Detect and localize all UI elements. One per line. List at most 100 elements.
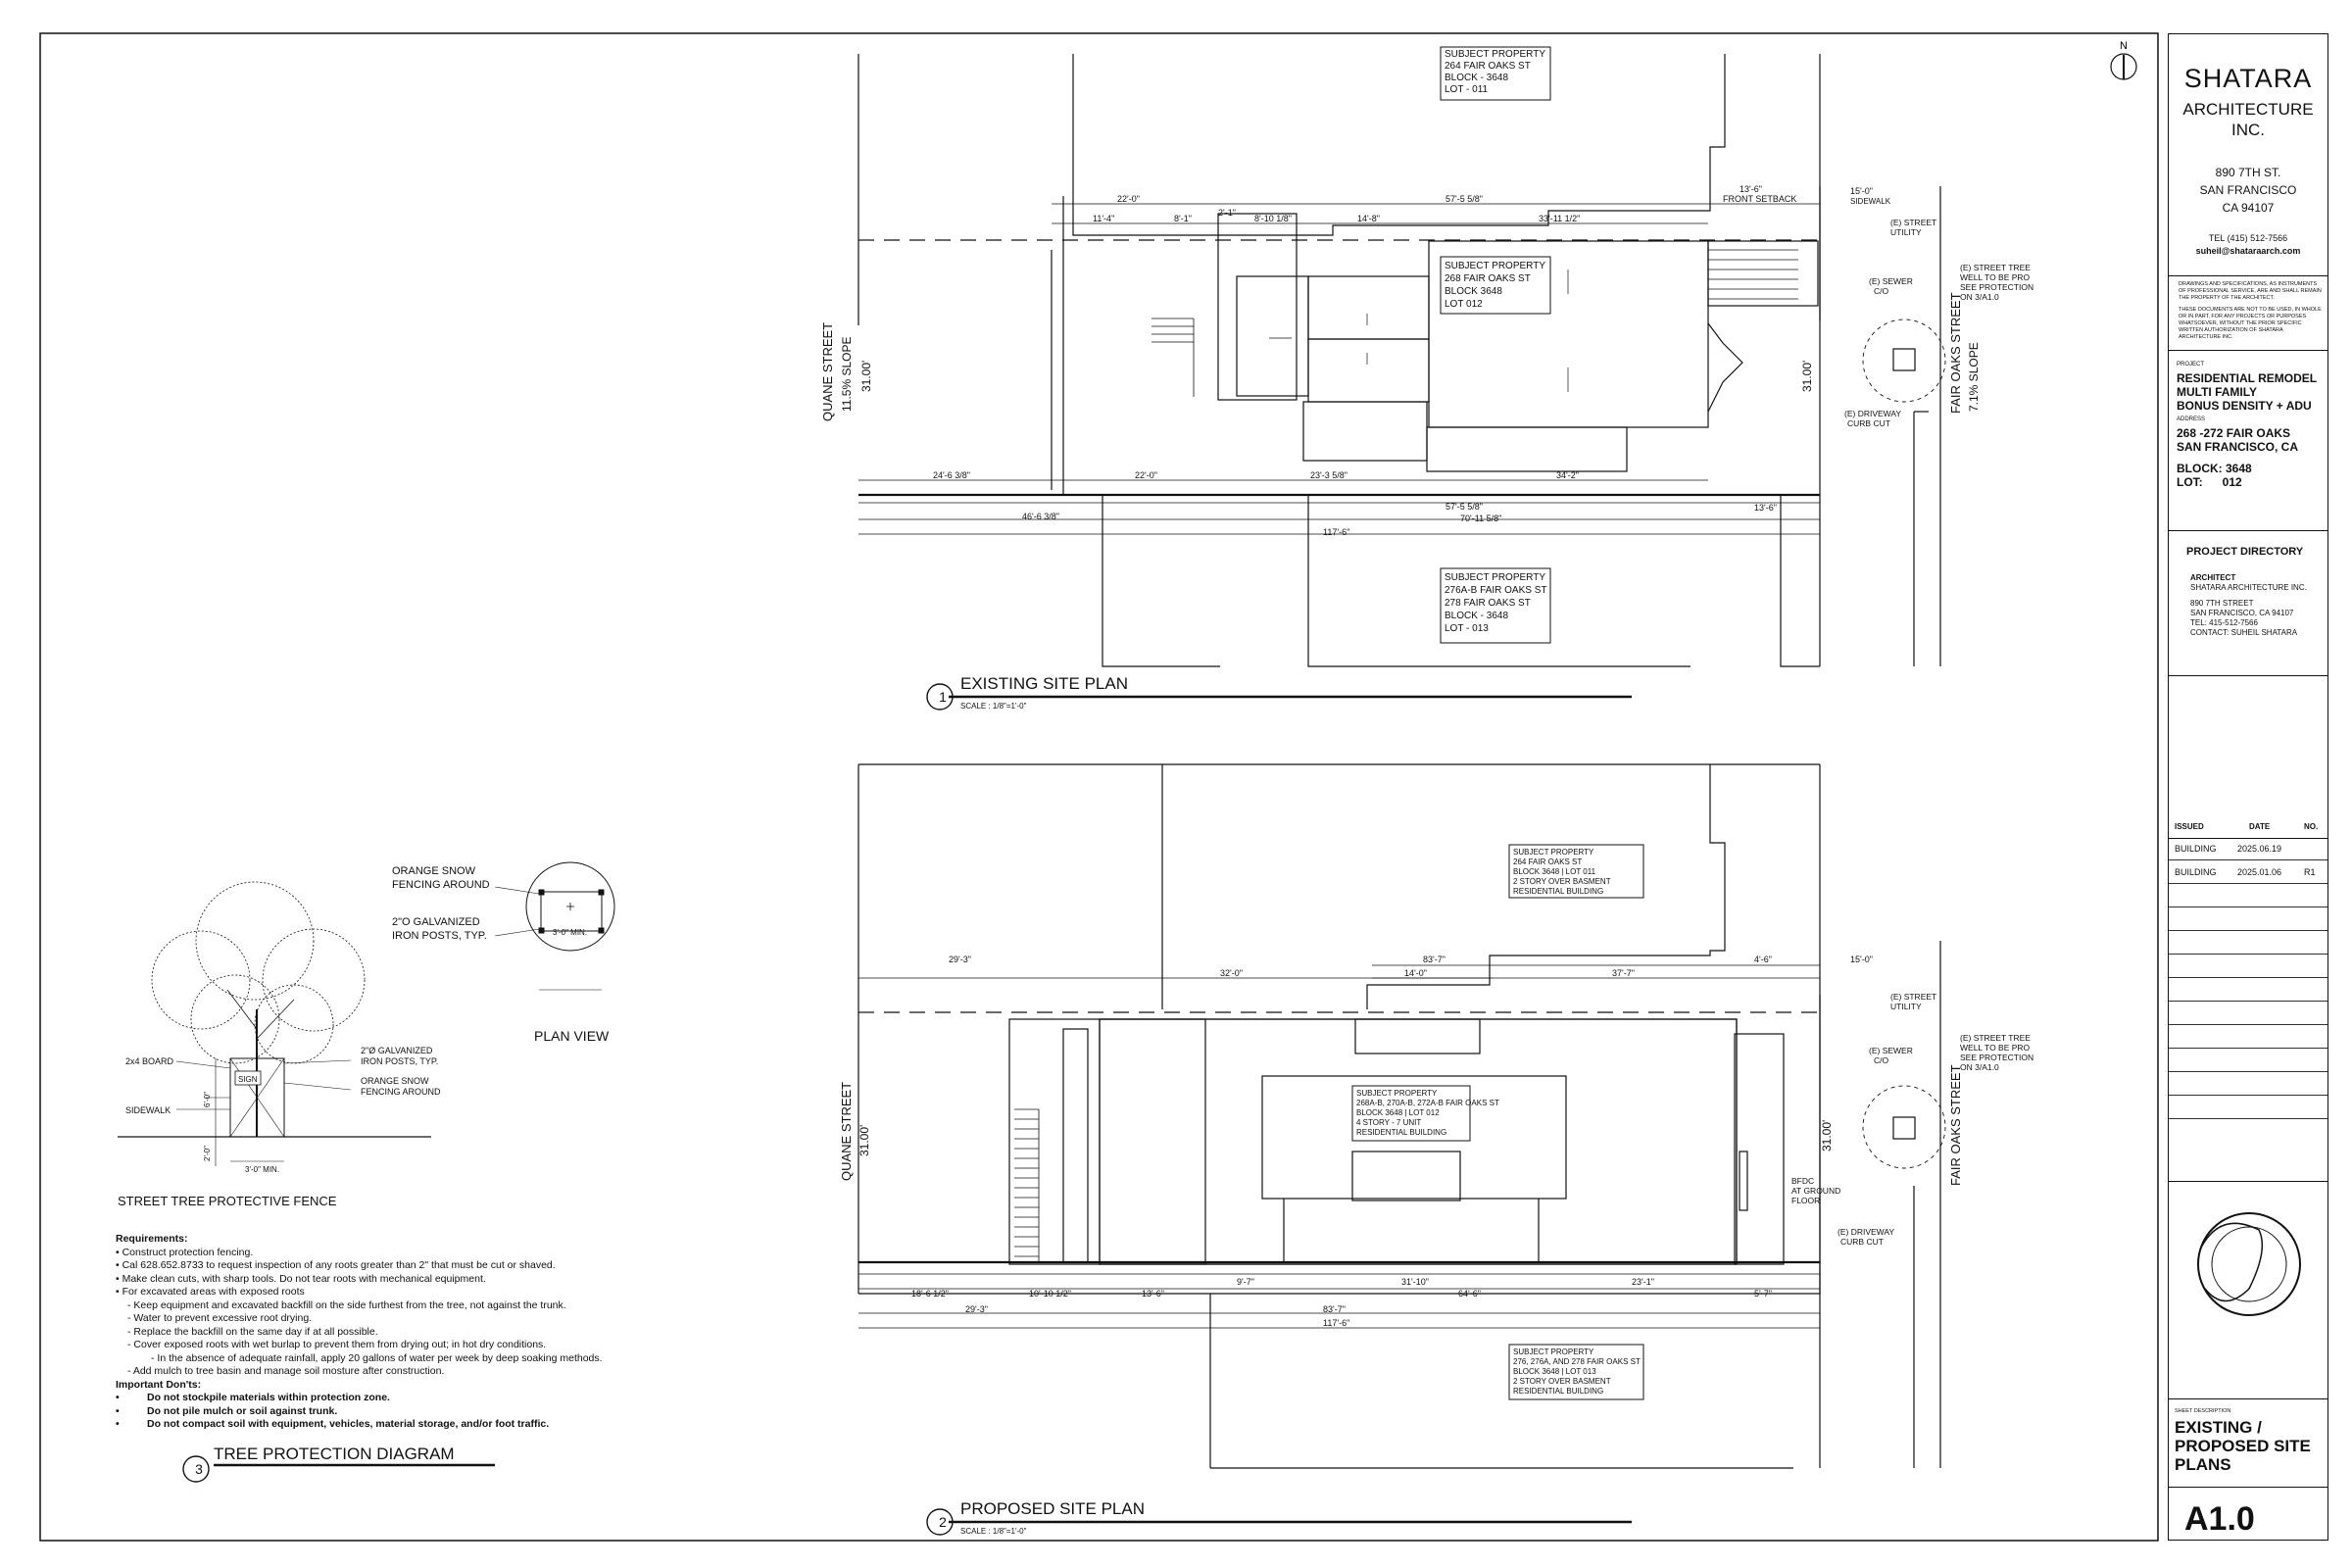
north-label: N: [2120, 40, 2128, 52]
svg-text:4 STORY - 7 UNIT: 4 STORY - 7 UNIT: [1356, 1118, 1421, 1127]
svg-text:264 FAIR OAKS ST: 264 FAIR OAKS ST: [1445, 61, 1531, 72]
existing-prop-south-tag: SUBJECT PROPERTY 276A-B FAIR OAKS ST 278…: [1440, 567, 1551, 644]
svg-text:268 FAIR OAKS ST: 268 FAIR OAKS ST: [1445, 273, 1531, 284]
svg-text:RESIDENTIAL BUILDING: RESIDENTIAL BUILDING: [1356, 1128, 1446, 1137]
proposed-width-right: 31.00': [1820, 1120, 1834, 1152]
dim-top-2: 13'-6": [1740, 184, 1762, 194]
dim-bot-8: 117'-6": [1323, 527, 1349, 537]
tree-note-0: (E) STREET TREE: [1960, 263, 2031, 272]
putil-0: (E) STREET: [1890, 992, 1936, 1002]
svg-text:LOT 012: LOT 012: [1445, 299, 1483, 310]
dim-top-8: 14'-8": [1357, 214, 1380, 223]
dim-top-6: 2'-1": [1218, 208, 1236, 218]
sheet-description: SHEET DESCRIPTION EXISTING / PROPOSED SI…: [2175, 1408, 2311, 1474]
proposed-prop-subject-tag: SUBJECT PROPERTY 268A-B, 270A-B, 272A-B …: [1351, 1085, 1499, 1142]
pdim-top-5: 14'-0": [1404, 968, 1427, 978]
svg-text:SIDEWALK: SIDEWALK: [125, 1105, 171, 1115]
pdim-bot-10: 117'-6": [1323, 1318, 1349, 1328]
dim-bot-1: 22'-0": [1135, 470, 1157, 480]
svg-text:SIGN: SIGN: [238, 1075, 258, 1084]
sheet-number: A1.0: [2184, 1500, 2255, 1538]
svg-text:IRON POSTS, TYP.: IRON POSTS, TYP.: [361, 1056, 438, 1066]
firm-address: 890 7TH ST. SAN FRANCISCO CA 94107: [2199, 166, 2297, 215]
fence-title: STREET TREE PROTECTIVE FENCE: [118, 1194, 337, 1208]
existing-prop-north-tag: SUBJECT PROPERTY 264 FAIR OAKS ST BLOCK …: [1440, 46, 1551, 101]
svg-text:BLOCK 3648: BLOCK 3648: [1445, 286, 1502, 297]
disclaimer: DRAWINGS AND SPECIFICATIONS, AS INSTRUME…: [2179, 281, 2322, 340]
tree-requirements: Requirements: • Construct protection fen…: [116, 1233, 645, 1432]
proposed-street-right: FAIR OAKS STREET: [1948, 1064, 1963, 1186]
title-block: SHATARA ARCHITECTURE INC. 890 7TH ST. SA…: [2168, 33, 2328, 1541]
bfdc-0: BFDC: [1791, 1176, 1814, 1186]
pdim-top-0: 29'-3": [949, 955, 971, 964]
firm-contact: TEL (415) 512-7566 suheil@shataraarch.co…: [2195, 233, 2301, 256]
putil-2: (E) SEWER: [1869, 1046, 1913, 1055]
ptree-0: (E) STREET TREE: [1960, 1033, 2031, 1043]
existing-plan-scale: SCALE : 1/8"=1'-0": [960, 702, 1027, 710]
firm-name: SHATARA: [2183, 64, 2313, 93]
proposed-plan-number: 2: [939, 1514, 947, 1530]
svg-text:FENCING AROUND: FENCING AROUND: [361, 1087, 441, 1097]
tree-diagram: [118, 861, 615, 1483]
pdim-top-2: 4'-6": [1754, 955, 1772, 964]
util-4: (E) DRIVEWAY: [1844, 409, 1901, 418]
architect-seal-stamp: [2197, 1212, 2301, 1316]
dim-top-9: 33'-11 1/2": [1539, 214, 1580, 223]
svg-text:SUBJECT PROPERTY: SUBJECT PROPERTY: [1356, 1089, 1438, 1098]
pdim-bot-1: 10'-10 1/2": [1029, 1289, 1071, 1298]
svg-text:SUBJECT PROPERTY: SUBJECT PROPERTY: [1445, 572, 1545, 583]
proposed-plan-text: 2 PROPOSED SITE PLAN SCALE : 1/8"=1'-0" …: [839, 955, 2034, 1536]
pdim-top-6: 37'-7": [1612, 968, 1635, 978]
firm-subname: ARCHITECTURE INC.: [2182, 100, 2314, 139]
svg-text:BLOCK 3648 | LOT 011: BLOCK 3648 | LOT 011: [1513, 867, 1596, 876]
sidewalk-label: SIDEWALK: [1850, 197, 1891, 206]
bfdc-1: AT GROUND: [1791, 1186, 1840, 1196]
dim-top-0: 22'-0": [1117, 194, 1140, 204]
svg-text:IRON POSTS, TYP.: IRON POSTS, TYP.: [392, 930, 487, 942]
existing-plan-number: 1: [939, 689, 947, 705]
util-3: C/O: [1874, 286, 1889, 296]
svg-text:2 STORY OVER BASMENT: 2 STORY OVER BASMENT: [1513, 877, 1611, 886]
proposed-plan-scale: SCALE : 1/8"=1'-0": [960, 1527, 1027, 1536]
svg-text:BLOCK - 3648: BLOCK - 3648: [1445, 73, 1508, 83]
dim-top-5: 8'-1": [1174, 214, 1192, 223]
svg-text:BLOCK 3648 | LOT 013: BLOCK 3648 | LOT 013: [1513, 1367, 1596, 1376]
svg-text:2x4 BOARD: 2x4 BOARD: [125, 1056, 174, 1066]
dim-bot-3: 34'-2": [1556, 470, 1579, 480]
ptree-1: WELL TO BE PRO: [1960, 1043, 2031, 1053]
util-2: (E) SEWER: [1869, 276, 1913, 286]
dim-top-3: 15'-0": [1850, 186, 1873, 196]
dim-bot-4: 57'-5 5/8": [1446, 502, 1483, 512]
proposed-street-left: QUANE STREET: [839, 1082, 854, 1181]
existing-street-right: FAIR OAKS STREET: [1948, 292, 1963, 414]
svg-text:3'-0" MIN.: 3'-0" MIN.: [553, 928, 587, 937]
svg-text:2'-0": 2'-0": [203, 1146, 212, 1161]
putil-4: (E) DRIVEWAY: [1838, 1227, 1894, 1237]
svg-text:3'-0" MIN.: 3'-0" MIN.: [245, 1165, 279, 1174]
project-info: PROJECT RESIDENTIAL REMODEL MULTI FAMILY…: [2177, 362, 2318, 489]
dim-top-4: 11'-4": [1093, 214, 1114, 223]
ptree-2: SEE PROTECTION: [1960, 1053, 2034, 1062]
dim-bot-7: 13'-6": [1754, 503, 1777, 513]
dim-top-1: 57'-5 5/8": [1446, 194, 1483, 204]
svg-text:RESIDENTIAL BUILDING: RESIDENTIAL BUILDING: [1513, 1387, 1603, 1396]
existing-prop-subject-tag: SUBJECT PROPERTY 268 FAIR OAKS ST BLOCK …: [1440, 256, 1551, 315]
proposed-site-plan: [858, 763, 1946, 1536]
svg-text:LOT - 013: LOT - 013: [1445, 623, 1489, 634]
svg-text:SUBJECT PROPERTY: SUBJECT PROPERTY: [1513, 1348, 1594, 1356]
tree-note-1: WELL TO BE PRO: [1960, 272, 2031, 282]
proposed-plan-title: PROPOSED SITE PLAN: [960, 1499, 1145, 1518]
util-5: CURB CUT: [1847, 418, 1890, 428]
pdim-bot-6: 23'-1": [1632, 1277, 1654, 1287]
svg-text:FENCING AROUND: FENCING AROUND: [392, 879, 490, 891]
proposed-width-left: 31.00': [858, 1125, 871, 1156]
svg-text:BLOCK 3648 | LOT 012: BLOCK 3648 | LOT 012: [1356, 1108, 1440, 1117]
tree-diagram-number: 3: [195, 1461, 203, 1477]
project-directory: ARCHITECT SHATARA ARCHITECTURE INC. 890 …: [2190, 573, 2307, 637]
existing-width-right: 31.00': [1800, 361, 1814, 392]
svg-text:2 STORY OVER BASMENT: 2 STORY OVER BASMENT: [1513, 1377, 1611, 1386]
dim-bot-6: 70'-11 5/8": [1460, 514, 1501, 523]
svg-text:2"Ø GALVANIZED: 2"Ø GALVANIZED: [361, 1046, 433, 1055]
svg-text:6'-0": 6'-0": [203, 1092, 212, 1107]
